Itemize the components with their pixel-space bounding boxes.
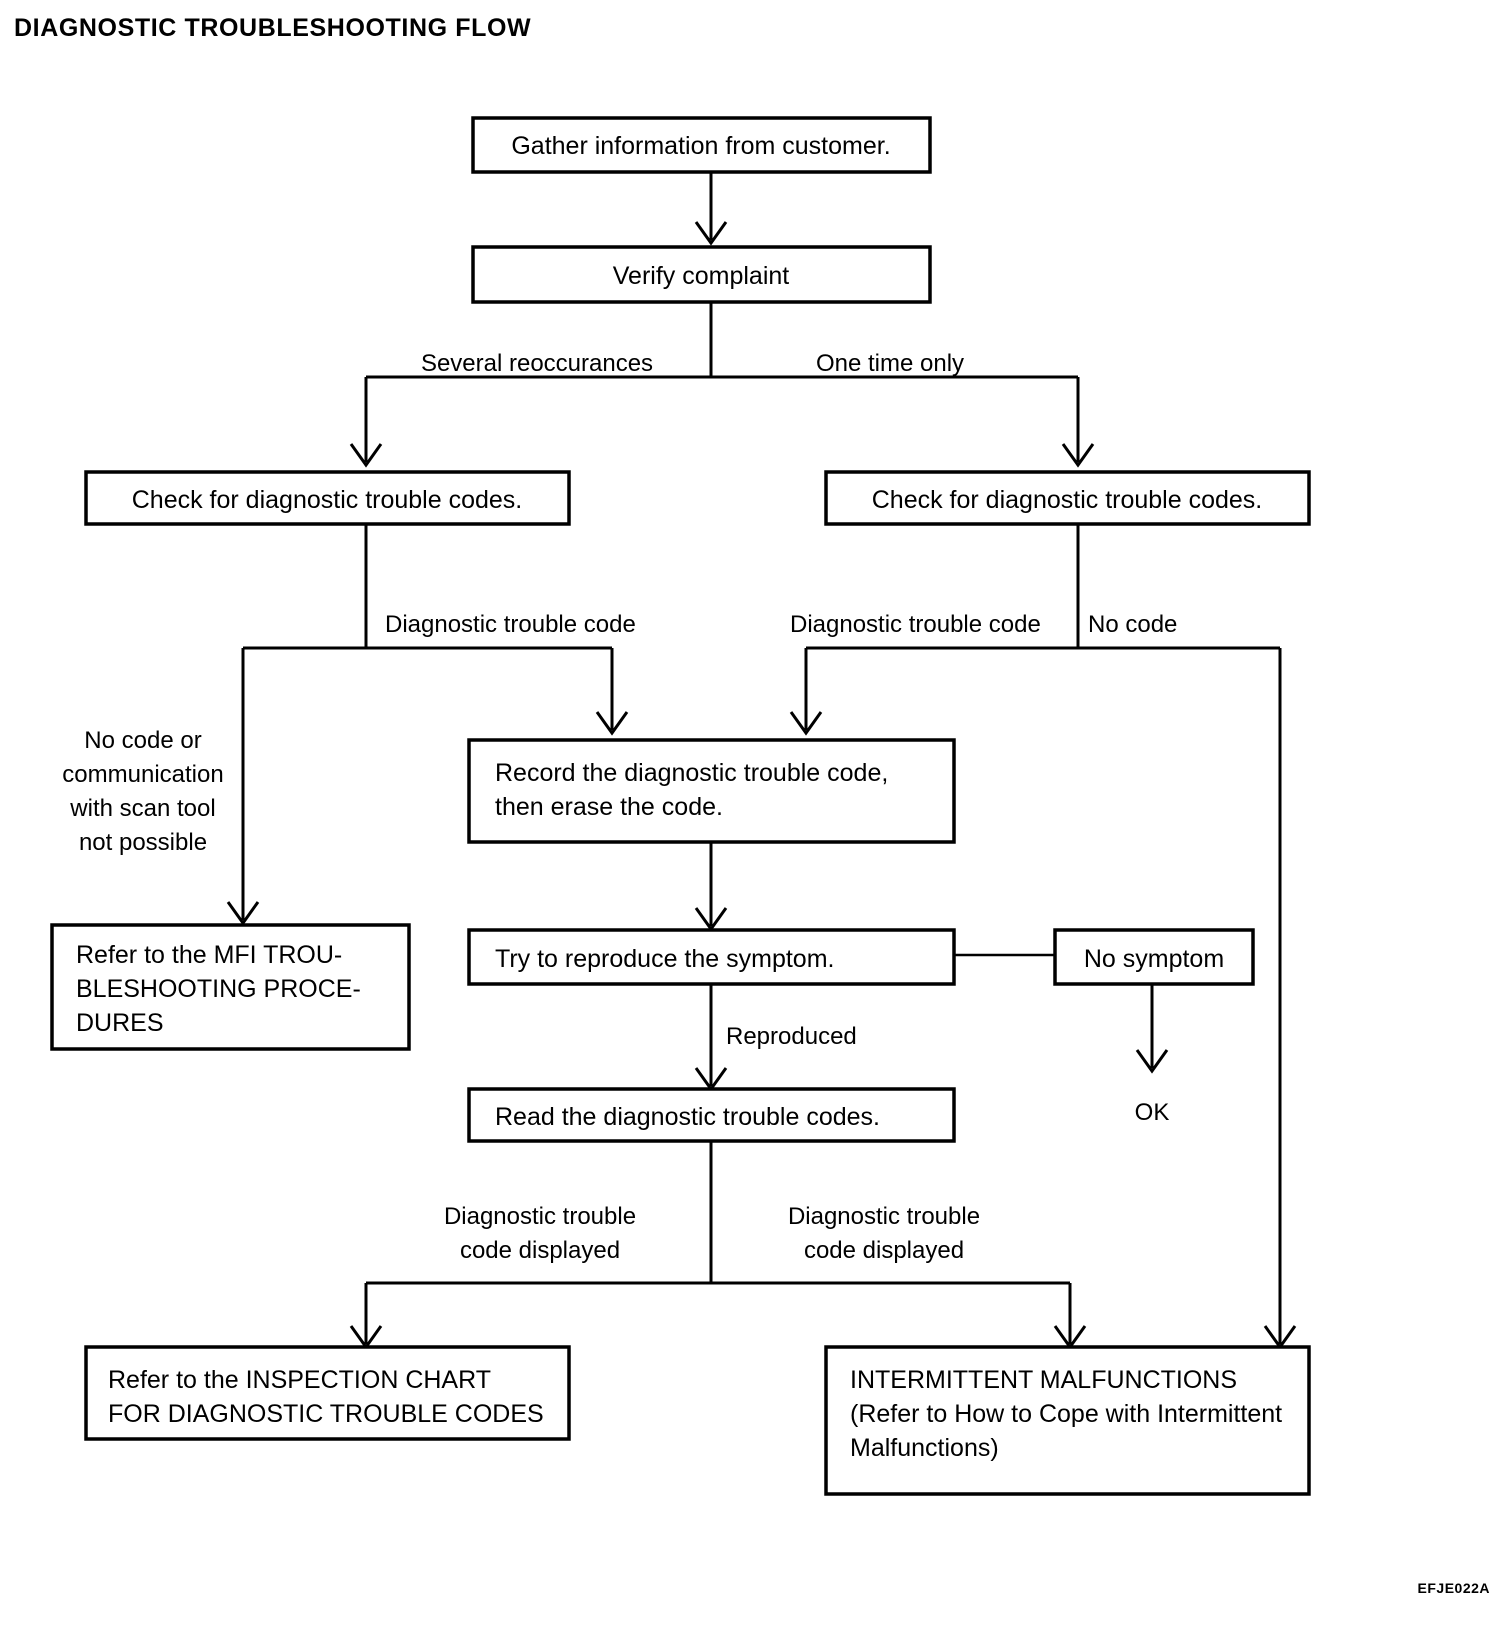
edge-reproduce-to-read	[694, 984, 728, 1092]
node-intermittent-malfunctions-line1: INTERMITTENT MALFUNCTIONS	[850, 1366, 1237, 1394]
node-intermittent-malfunctions[interactable]: INTERMITTENT MALFUNCTIONS (Refer to How …	[824, 1345, 1311, 1496]
edge-label-no-code-or-scan-line3: with scan tool	[69, 795, 215, 822]
node-no-symptom[interactable]: No symptom	[1053, 928, 1255, 986]
node-mfi-troubleshooting-line3: DURES	[76, 1009, 164, 1037]
edge-label-dtc-displayed-right-line1: Diagnostic trouble	[788, 1203, 980, 1230]
edge-label-no-code-or-scan-line4: not possible	[79, 829, 207, 856]
edge-check-left-split	[226, 524, 629, 926]
edge-label-no-code-or-scan: No code or communication with scan tool …	[62, 727, 223, 856]
node-inspection-chart-line1: Refer to the INSPECTION CHART	[108, 1366, 491, 1394]
edge-label-several-reoccurances: Several reoccurances	[421, 350, 653, 377]
edge-label-no-code: No code	[1088, 611, 1177, 638]
edge-gather-to-verify	[694, 172, 728, 246]
node-mfi-troubleshooting[interactable]: Refer to the MFI TROU- BLESHOOTING PROCE…	[50, 923, 411, 1051]
node-mfi-troubleshooting-line2: BLESHOOTING PROCE-	[76, 975, 361, 1003]
edge-record-to-reproduce	[694, 842, 728, 932]
edge-label-dtc-right: Diagnostic trouble code	[790, 611, 1041, 638]
node-gather-information[interactable]: Gather information from customer.	[471, 116, 932, 174]
edge-label-reproduced: Reproduced	[726, 1023, 857, 1050]
node-read-codes-label: Read the diagnostic trouble codes.	[495, 1103, 880, 1131]
edge-label-dtc-left: Diagnostic trouble code	[385, 611, 636, 638]
node-inspection-chart-line2: FOR DIAGNOSTIC TROUBLE CODES	[108, 1400, 544, 1428]
node-record-erase-code[interactable]: Record the diagnostic trouble code, then…	[467, 738, 956, 844]
edge-label-dtc-displayed-left: Diagnostic trouble code displayed	[444, 1203, 636, 1264]
edge-label-dtc-displayed-left-line2: code displayed	[460, 1237, 620, 1264]
edge-check-right-split	[789, 524, 1297, 1350]
edge-label-no-code-or-scan-line2: communication	[62, 761, 223, 788]
node-inspection-chart[interactable]: Refer to the INSPECTION CHART FOR DIAGNO…	[84, 1345, 571, 1441]
node-read-codes[interactable]: Read the diagnostic trouble codes.	[467, 1087, 956, 1143]
page-title: DIAGNOSTIC TROUBLESHOOTING FLOW	[14, 14, 532, 42]
edge-label-no-code-or-scan-line1: No code or	[84, 727, 201, 754]
node-verify-complaint-label: Verify complaint	[613, 262, 790, 290]
node-try-reproduce-symptom[interactable]: Try to reproduce the symptom.	[467, 928, 956, 986]
edge-label-one-time-only: One time only	[816, 350, 964, 377]
edge-label-dtc-displayed-right-line2: code displayed	[804, 1237, 964, 1264]
node-intermittent-malfunctions-line3: Malfunctions)	[850, 1434, 999, 1462]
node-check-codes-left[interactable]: Check for diagnostic trouble codes.	[84, 470, 571, 526]
node-record-erase-code-line1: Record the diagnostic trouble code,	[495, 759, 888, 787]
edge-verify-split	[349, 302, 1095, 468]
node-check-codes-left-label: Check for diagnostic trouble codes.	[132, 486, 523, 514]
node-gather-information-label: Gather information from customer.	[511, 132, 890, 160]
edge-no-symptom-to-ok	[1135, 984, 1169, 1074]
node-no-symptom-label: No symptom	[1084, 945, 1224, 973]
node-try-reproduce-symptom-label: Try to reproduce the symptom.	[495, 945, 834, 973]
node-check-codes-right-label: Check for diagnostic trouble codes.	[872, 486, 1263, 514]
node-intermittent-malfunctions-line2: (Refer to How to Cope with Intermittent	[850, 1400, 1282, 1428]
node-check-codes-right[interactable]: Check for diagnostic trouble codes.	[824, 470, 1311, 526]
edge-label-dtc-displayed-left-line1: Diagnostic trouble	[444, 1203, 636, 1230]
node-record-erase-code-line2: then erase the code.	[495, 793, 723, 821]
edge-label-dtc-displayed-right: Diagnostic trouble code displayed	[788, 1203, 980, 1264]
figure-code: EFJE022A	[1417, 1580, 1490, 1596]
edge-label-ok: OK	[1135, 1099, 1170, 1126]
node-mfi-troubleshooting-line1: Refer to the MFI TROU-	[76, 941, 342, 969]
node-verify-complaint[interactable]: Verify complaint	[471, 245, 932, 304]
